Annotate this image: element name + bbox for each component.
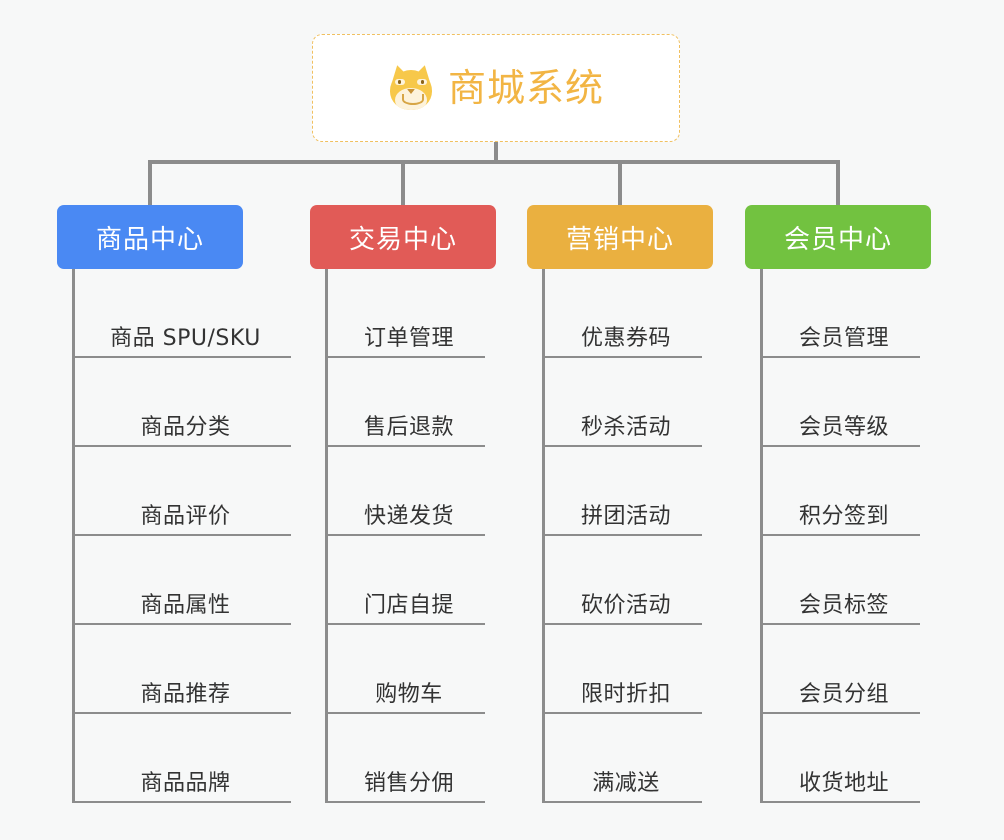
leaf-item-label: 门店自提	[363, 592, 454, 618]
leaf-spine	[72, 269, 75, 803]
leaf-item-label: 会员分组	[798, 681, 889, 707]
leaf-item[interactable]: 会员管理	[760, 269, 920, 358]
leaf-item-label: 优惠券码	[580, 325, 671, 351]
leaf-item[interactable]: 商品属性	[72, 536, 291, 625]
leaf-item-label: 快递发货	[363, 503, 454, 529]
connector-drop-4	[836, 160, 840, 205]
leaf-item[interactable]: 销售分佣	[325, 714, 485, 803]
leaf-item-label: 砍价活动	[580, 592, 671, 618]
leaf-item-label: 商品推荐	[140, 681, 231, 707]
leaf-item[interactable]: 满减送	[542, 714, 702, 803]
leaf-item[interactable]: 拼团活动	[542, 447, 702, 536]
leaf-item-label: 购物车	[375, 681, 443, 707]
leaf-column-2: 订单管理售后退款快递发货门店自提购物车销售分佣	[325, 269, 485, 803]
shiba-dog-face-icon	[388, 63, 434, 111]
leaf-item-label: 收货地址	[798, 770, 889, 796]
root-node-label: 商城系统	[447, 66, 604, 110]
leaf-item-label: 拼团活动	[580, 503, 671, 529]
leaf-column-4: 会员管理会员等级积分签到会员标签会员分组收货地址	[760, 269, 920, 803]
connector-drop-1	[148, 160, 152, 205]
leaf-item[interactable]: 购物车	[325, 625, 485, 714]
leaf-item[interactable]: 收货地址	[760, 714, 920, 803]
leaf-spine	[325, 269, 328, 803]
leaf-item-label: 秒杀活动	[580, 414, 671, 440]
leaf-item-label: 商品评价	[140, 503, 231, 529]
leaf-item[interactable]: 门店自提	[325, 536, 485, 625]
leaf-item[interactable]: 商品 SPU/SKU	[72, 269, 291, 358]
leaf-item[interactable]: 快递发货	[325, 447, 485, 536]
leaf-item[interactable]: 会员标签	[760, 536, 920, 625]
leaf-item[interactable]: 订单管理	[325, 269, 485, 358]
category-label: 会员中心	[783, 224, 892, 255]
leaf-item[interactable]: 限时折扣	[542, 625, 702, 714]
leaf-item-label: 积分签到	[798, 503, 889, 529]
leaf-item-label: 售后退款	[363, 414, 454, 440]
leaf-spine	[542, 269, 545, 803]
category-box-2[interactable]: 交易中心	[310, 205, 496, 269]
category-label: 营销中心	[565, 224, 674, 255]
connector-drop-3	[618, 160, 622, 205]
category-label: 商品中心	[95, 224, 204, 255]
leaf-item[interactable]: 会员等级	[760, 358, 920, 447]
leaf-item-label: 销售分佣	[363, 770, 454, 796]
leaf-item[interactable]: 砍价活动	[542, 536, 702, 625]
leaf-item[interactable]: 秒杀活动	[542, 358, 702, 447]
leaf-item[interactable]: 商品品牌	[72, 714, 291, 803]
category-box-3[interactable]: 营销中心	[527, 205, 713, 269]
leaf-item[interactable]: 售后退款	[325, 358, 485, 447]
leaf-item-label: 会员等级	[798, 414, 889, 440]
leaf-item-label: 订单管理	[363, 325, 454, 351]
leaf-item[interactable]: 商品分类	[72, 358, 291, 447]
leaf-item-label: 限时折扣	[580, 681, 671, 707]
leaf-item[interactable]: 商品评价	[72, 447, 291, 536]
leaf-item[interactable]: 优惠券码	[542, 269, 702, 358]
leaf-item-label: 商品 SPU/SKU	[110, 325, 261, 351]
connector-drop-2	[401, 160, 405, 205]
leaf-item[interactable]: 商品推荐	[72, 625, 291, 714]
leaf-item-label: 商品分类	[140, 414, 231, 440]
category-box-1[interactable]: 商品中心	[57, 205, 243, 269]
leaf-item[interactable]: 积分签到	[760, 447, 920, 536]
category-box-4[interactable]: 会员中心	[745, 205, 931, 269]
connector-horizontal-bus	[148, 160, 840, 164]
category-label: 交易中心	[348, 224, 457, 255]
connector-root-stem	[494, 142, 498, 164]
leaf-item-label: 会员标签	[798, 592, 889, 618]
leaf-item-label: 会员管理	[798, 325, 889, 351]
leaf-item-label: 商品品牌	[140, 770, 231, 796]
leaf-item-label: 满减送	[592, 770, 660, 796]
leaf-spine	[760, 269, 763, 803]
leaf-column-1: 商品 SPU/SKU 商品分类商品评价商品属性商品推荐商品品牌	[72, 269, 291, 803]
leaf-column-3: 优惠券码秒杀活动拼团活动砍价活动限时折扣满减送	[542, 269, 702, 803]
leaf-item[interactable]: 会员分组	[760, 625, 920, 714]
leaf-item-label: 商品属性	[140, 592, 231, 618]
root-node-mall-system[interactable]: 商城系统	[312, 34, 680, 142]
